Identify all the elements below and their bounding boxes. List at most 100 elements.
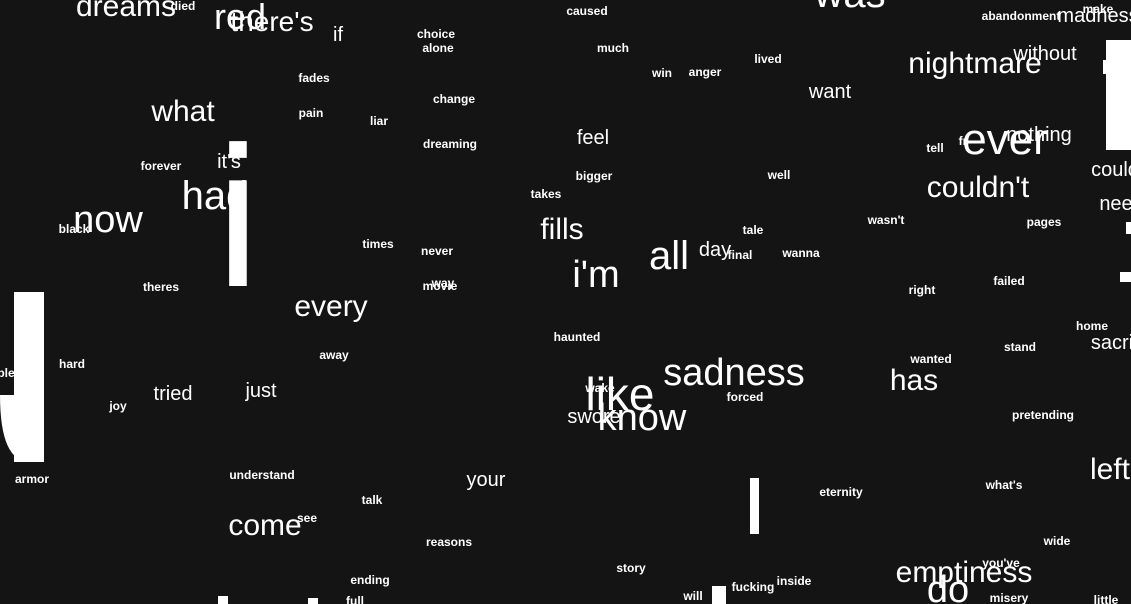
word: you've: [982, 556, 1020, 570]
word: stand: [1003, 340, 1037, 354]
word: failed: [993, 274, 1025, 288]
word: hard: [58, 357, 86, 371]
word: wanted: [910, 352, 952, 366]
word: died: [170, 0, 196, 13]
word: tale: [742, 223, 764, 237]
word: well: [767, 168, 791, 182]
word: red: [213, 0, 267, 37]
word: every: [294, 290, 368, 323]
word: will: [683, 589, 703, 603]
word: misery: [989, 591, 1029, 604]
word: your: [466, 469, 506, 491]
word: full: [346, 594, 364, 604]
word: do: [926, 569, 970, 604]
word: tried: [153, 383, 193, 405]
word: right: [908, 283, 936, 297]
word: ple: [0, 366, 15, 380]
word: nightmare: [908, 47, 1042, 80]
word: haunted: [553, 330, 601, 344]
clipped-glyph-bottom-b: [308, 598, 318, 604]
word: nee: [1099, 193, 1131, 215]
word: couldn't: [926, 171, 1030, 204]
word: fills: [540, 213, 584, 246]
word: fr: [958, 134, 968, 148]
word: without: [1013, 43, 1077, 65]
word: what's: [985, 478, 1023, 492]
word: armor: [14, 472, 50, 486]
word: wasn't: [867, 213, 905, 227]
word: pretending: [1012, 408, 1074, 422]
clipped-glyph-bottom-c: [712, 586, 726, 604]
word: way: [431, 276, 455, 290]
word: pages: [1026, 215, 1062, 229]
word: home: [1075, 319, 1109, 333]
word: dreaming: [422, 137, 478, 151]
word: it's: [217, 151, 241, 173]
word: now: [73, 199, 143, 241]
word: day: [698, 239, 732, 261]
word: times: [362, 237, 394, 251]
word: inside: [776, 574, 812, 588]
word: fucking: [731, 580, 775, 594]
word: there's: [230, 6, 314, 37]
word: talk: [361, 493, 383, 507]
word: make: [1082, 2, 1114, 16]
clipped-glyph-bar: [750, 478, 759, 534]
word: reasons: [425, 535, 473, 549]
clipped-glyph-edge-b: [1120, 272, 1131, 282]
word: had: [181, 174, 249, 218]
word: has: [889, 364, 939, 397]
word: feel: [576, 127, 610, 149]
word: i: [215, 106, 261, 329]
word: what: [151, 95, 215, 128]
word: anger: [688, 65, 722, 79]
clipped-glyph-t-bar: [1103, 60, 1131, 74]
word: forever: [140, 159, 182, 173]
word: could: [1091, 159, 1131, 181]
word: dreams: [75, 0, 177, 23]
word: eternity: [819, 485, 863, 499]
word: fades: [298, 71, 330, 85]
word: final: [727, 248, 753, 262]
word: want: [808, 81, 852, 103]
clipped-glyph-bottom-a: [218, 596, 228, 604]
word: i'm: [572, 254, 620, 296]
word: much: [596, 41, 630, 55]
word: black: [58, 222, 90, 236]
word: change: [432, 92, 476, 106]
word: emptiness: [895, 556, 1033, 589]
word: takes: [530, 187, 562, 201]
clipped-glyph-edge-a: [1126, 222, 1131, 234]
word: wake: [585, 381, 615, 395]
word: if: [333, 24, 343, 46]
word: nothing: [1006, 124, 1072, 146]
word: ever: [962, 115, 1048, 164]
word: movie: [422, 279, 458, 293]
word: caused: [566, 4, 608, 18]
word: know: [597, 397, 687, 439]
word: bigger: [575, 169, 613, 183]
word: story: [616, 561, 646, 575]
word: never: [420, 244, 454, 258]
word: joy: [109, 399, 127, 413]
word: like: [585, 368, 655, 420]
word: was: [814, 0, 885, 14]
word: sacri: [1090, 332, 1131, 354]
word: abandonment: [981, 9, 1061, 23]
word: theres: [142, 280, 180, 294]
word: away: [319, 348, 349, 362]
word: left: [1089, 453, 1131, 486]
word: wide: [1043, 534, 1071, 548]
word: choice: [416, 27, 456, 41]
word: just: [245, 380, 277, 402]
word: ending: [350, 573, 390, 587]
word: madness: [1057, 5, 1131, 27]
word: pain: [298, 106, 324, 120]
word: sadness: [663, 352, 805, 394]
word: alone: [422, 41, 454, 55]
word: all: [648, 234, 690, 278]
word: win: [652, 66, 672, 80]
word: come: [228, 509, 302, 542]
